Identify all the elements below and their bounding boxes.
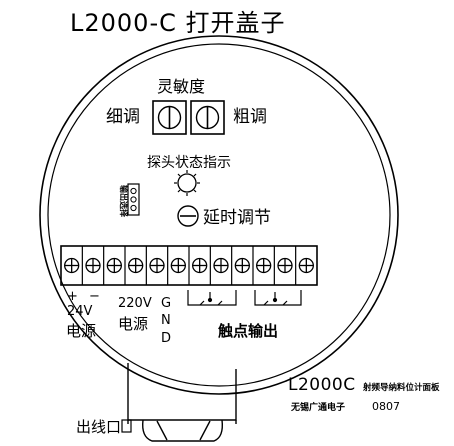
board-model: L2000C [288,375,356,395]
board-code: 0807 [372,400,400,413]
delay-adjust-label: 延时调节 [203,208,271,228]
g-label: G [161,296,171,311]
plus-label: + [67,289,78,304]
probe-status-label: 探头状态指示 [147,155,231,171]
power-label-mid: 电源 [118,315,148,333]
terminal-screw-icon[interactable] [170,257,186,274]
d-label: D [161,331,171,346]
cable-exit-box-icon [121,419,132,433]
terminal-screw-icon[interactable] [256,257,272,274]
relay-contact-1-icon [187,290,237,306]
terminal-screw-icon[interactable] [277,257,293,274]
dc24v-label: 24V [67,304,93,319]
status-indicator-led-icon [174,170,200,196]
coarse-adjust-knob[interactable] [190,100,225,135]
diagram-title: L2000-C 打开盖子 [70,9,286,37]
ac220v-label: 220V [118,296,152,311]
sensitivity-label: 灵敏度 [157,77,205,96]
power-label-left: 电源 [66,322,96,340]
fine-adjust-label: 细调 [106,107,140,127]
terminal-screw-icon[interactable] [298,257,314,274]
minus-label: − [89,289,100,304]
housing-inner-ring [47,43,391,387]
relay-contact-2-icon [254,290,302,306]
output-select-jumper[interactable] [127,183,140,216]
terminal-screw-icon[interactable] [149,257,165,274]
terminal-screw-icon[interactable] [85,257,101,274]
terminal-screw-icon[interactable] [64,257,80,274]
housing-outer-ring [39,35,399,395]
contact-output-label: 触点输出 [218,322,278,340]
cable-gland [127,363,237,442]
output-select-label: 输出选择 [119,185,129,218]
n-label: N [161,313,171,328]
delay-adjust-knob[interactable] [177,205,199,227]
terminal-screw-icon[interactable] [128,257,144,274]
terminal-screw-icon[interactable] [106,257,122,274]
board-maker: 无锡广通电子 [290,401,345,413]
terminal-strip [60,245,318,286]
fine-adjust-knob[interactable] [152,100,187,135]
terminal-screw-icon[interactable] [192,257,208,274]
coarse-adjust-label: 粗调 [233,107,267,127]
cable-exit-label: 出线口 [76,418,121,436]
terminal-screw-icon[interactable] [213,257,229,274]
terminal-screw-icon[interactable] [234,257,250,274]
board-name: 射频导纳料位计面板 [362,382,440,393]
